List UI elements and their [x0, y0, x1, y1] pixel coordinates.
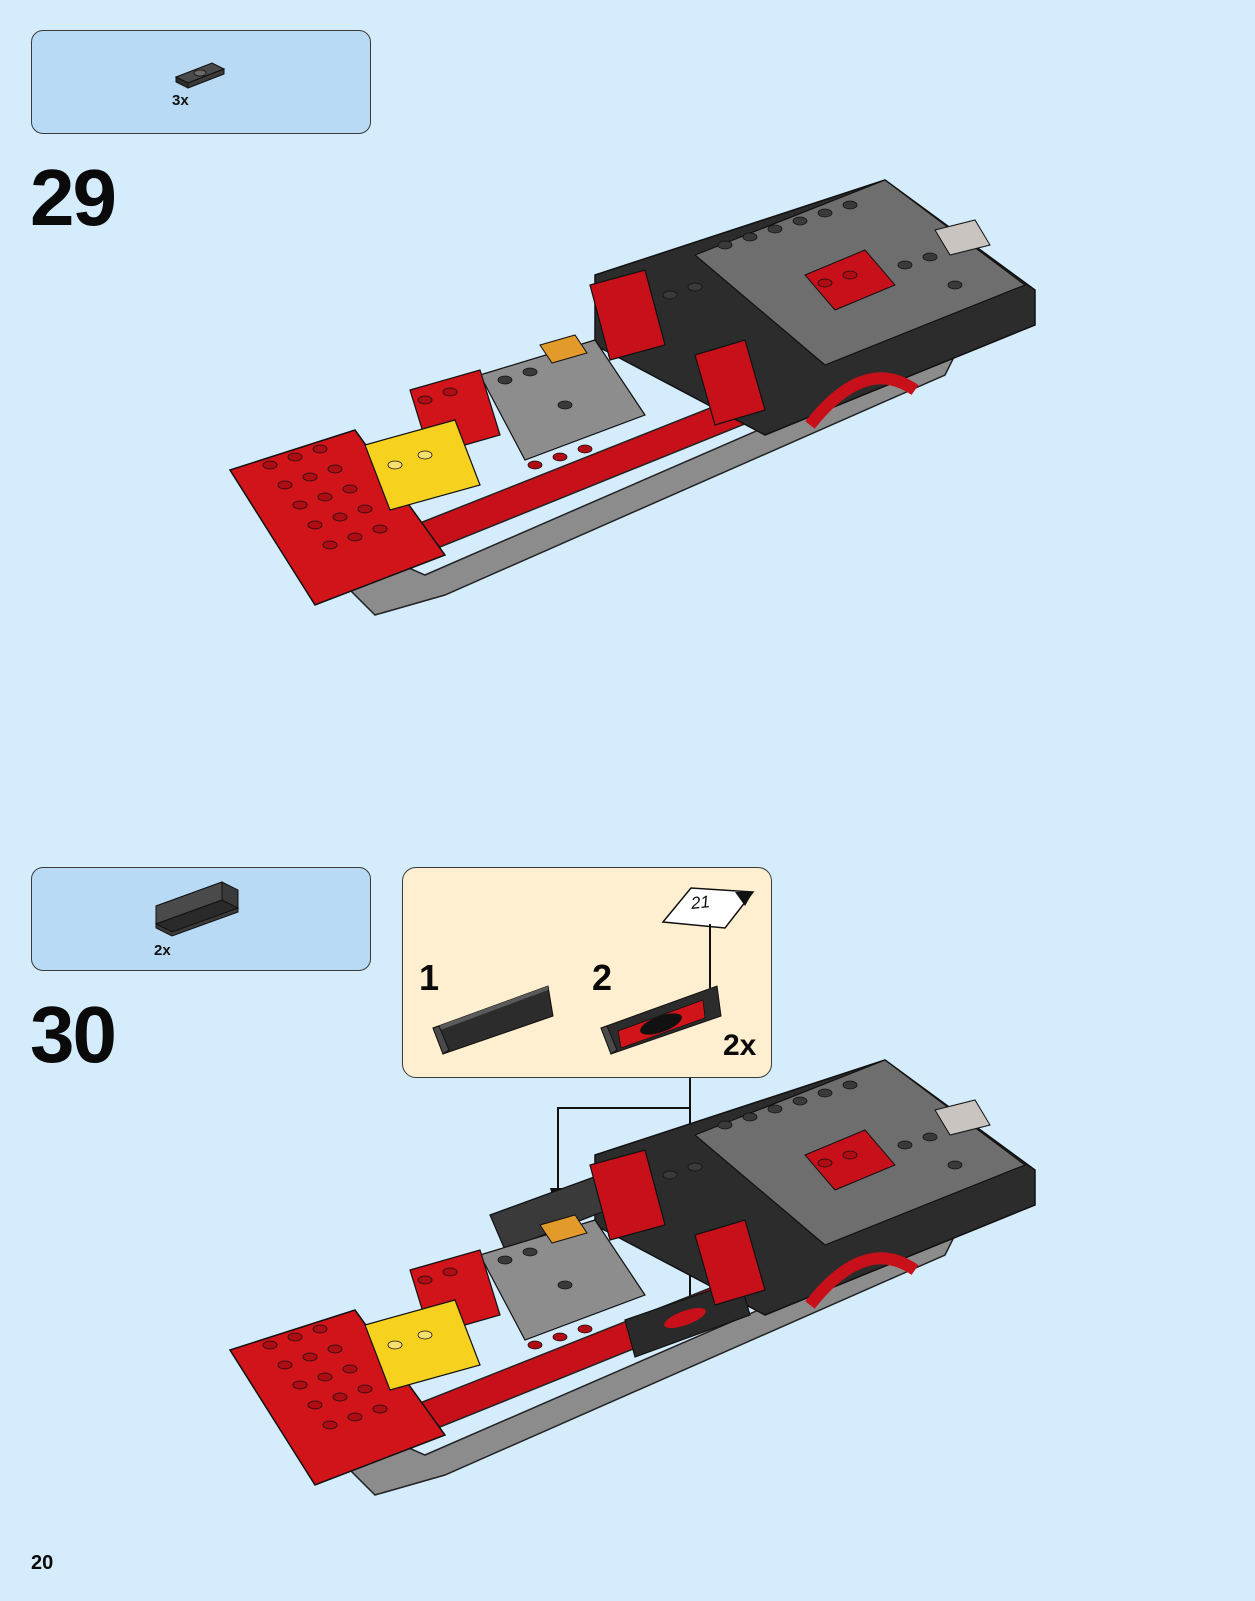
page-number: 20 [31, 1552, 53, 1575]
subassembly-callout: 1 2 2x 21 [402, 867, 772, 1078]
bracket-panel-black-icon [152, 880, 252, 940]
parts-callout-step-30: 2x [31, 867, 371, 971]
parts-callout-step-29: 3x [31, 30, 371, 134]
batmobile-model-step-29 [225, 175, 1045, 635]
bracket-panel-part-2 [601, 986, 721, 1054]
step-number: 30 [30, 995, 115, 1075]
bracket-panel-part-1 [433, 986, 553, 1054]
part-quantity: 3x [172, 92, 189, 109]
subassembly-drawing [403, 868, 773, 1079]
part-quantity: 2x [154, 942, 171, 959]
plate-1x2-jumper-dark-gray-icon [172, 55, 232, 95]
car-chassis [230, 1060, 1035, 1495]
step-number: 29 [30, 158, 115, 238]
car-chassis [230, 180, 1035, 615]
batmobile-model-step-30 [225, 1055, 1045, 1515]
